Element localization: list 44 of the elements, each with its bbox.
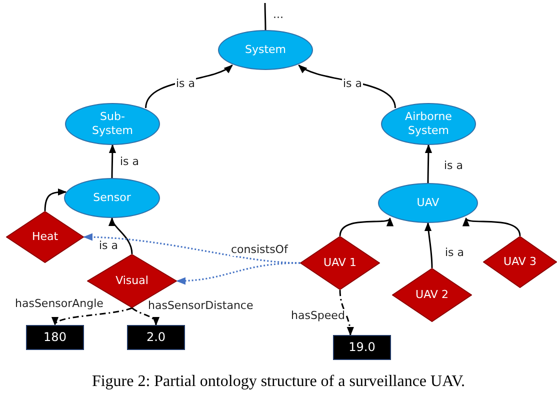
arrow: [110, 217, 133, 254]
edge-label: is a: [342, 77, 364, 90]
node-label: Airborne System: [404, 110, 453, 138]
individual-diamond: [6, 211, 84, 263]
edge-label: is a: [119, 155, 140, 168]
arrow: [465, 217, 521, 236]
arrow: [424, 144, 432, 183]
edge-label: is a: [444, 246, 466, 260]
edge-label: hasSpeed: [290, 309, 346, 322]
arrow: [108, 144, 116, 178]
node-label: UAV 1: [322, 256, 358, 270]
dashed-arrow: [176, 262, 300, 285]
edge-label: is a: [175, 77, 196, 90]
node-label: Visual: [114, 274, 150, 288]
node-label: System: [244, 43, 288, 57]
arrow: [424, 222, 433, 268]
arrow: [298, 64, 396, 108]
node-label: UAV 3: [502, 255, 538, 269]
individual-diamond: [483, 236, 557, 288]
dashed-arrow: [339, 290, 354, 336]
value-box: [26, 325, 84, 350]
node-label: 19.0: [348, 340, 376, 355]
node-label: 2.0: [145, 330, 167, 345]
dashed-arrow: [132, 307, 159, 326]
dashed-arrow: [54, 307, 132, 326]
node-label: Heat: [30, 230, 60, 244]
caption: Figure 2: Partial ontology structure of a surveillance UAV.: [90, 373, 466, 392]
value-box: [333, 335, 391, 360]
individual-diamond: [300, 236, 380, 290]
arrow: [44, 188, 67, 212]
node-label: UAV 2: [414, 288, 450, 302]
node-label: UAV: [416, 196, 440, 210]
arrow: [145, 64, 233, 108]
node-label: Sub-System: [90, 110, 134, 138]
edge-label: is a: [443, 159, 464, 172]
edge-label: is a: [98, 239, 120, 252]
individual-diamond: [392, 268, 472, 322]
edge-label: consistsOf: [230, 243, 289, 256]
edge-label: hasSensorDistance: [147, 299, 254, 312]
value-box: [127, 325, 185, 350]
node-label: 180: [42, 330, 68, 345]
edge-label: hasSensorAngle: [14, 297, 104, 310]
node-label: Sensor: [92, 191, 132, 205]
arrow: [339, 217, 391, 236]
